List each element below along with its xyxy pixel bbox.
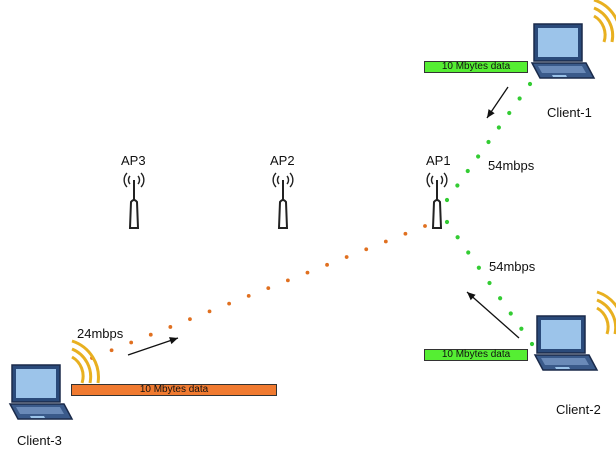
client-2-arrow bbox=[466, 291, 520, 339]
client-2-label: Client-2 bbox=[556, 402, 601, 417]
link-dot bbox=[486, 139, 491, 145]
link-dot bbox=[285, 278, 290, 283]
client-2-rate-label: 54mbps bbox=[489, 259, 536, 274]
link-dot bbox=[476, 154, 481, 159]
arrow-head bbox=[487, 109, 495, 118]
client-1-laptop-icon bbox=[530, 0, 616, 80]
link-dot bbox=[476, 265, 481, 270]
link-dot bbox=[423, 224, 427, 228]
link-dot bbox=[344, 255, 349, 259]
link-dot bbox=[383, 239, 388, 244]
client-3-rate-label: 24mbps bbox=[77, 326, 124, 341]
link-dot bbox=[487, 280, 492, 286]
client-3-arrow bbox=[127, 337, 179, 356]
link-dot bbox=[465, 168, 470, 174]
ap2-label: AP2 bbox=[270, 153, 295, 168]
ap1-label: AP1 bbox=[426, 153, 451, 168]
link-dot bbox=[188, 317, 192, 322]
link-dot bbox=[364, 247, 369, 252]
ap1-icon bbox=[426, 172, 448, 229]
client-2-ap1-link bbox=[444, 219, 535, 347]
ap3-icon bbox=[123, 172, 145, 229]
link-dot bbox=[227, 301, 232, 306]
client-1-rate-label: 54mbps bbox=[488, 158, 535, 173]
link-dot bbox=[148, 332, 153, 337]
link-dot bbox=[508, 311, 513, 316]
link-dot bbox=[466, 250, 471, 255]
arrow-shaft bbox=[466, 291, 520, 339]
client-3-laptop-icon bbox=[8, 339, 100, 421]
link-dot bbox=[529, 341, 535, 347]
link-dot bbox=[517, 96, 522, 101]
link-dot bbox=[527, 81, 533, 87]
client-3-ap1-link bbox=[90, 224, 427, 360]
client-3-label: Client-3 bbox=[17, 433, 62, 448]
arrow-shaft bbox=[127, 337, 179, 356]
link-dot bbox=[519, 326, 524, 331]
link-dot bbox=[168, 325, 173, 329]
client-1-arrow bbox=[486, 86, 509, 119]
client-1-label: Client-1 bbox=[547, 105, 592, 120]
link-dot bbox=[455, 183, 460, 188]
client-1-ap1-link bbox=[444, 81, 533, 203]
arrow-head bbox=[169, 337, 178, 345]
link-dot bbox=[403, 231, 408, 236]
link-dot bbox=[444, 219, 450, 225]
ap3-label: AP3 bbox=[121, 153, 146, 168]
link-dot bbox=[496, 125, 501, 130]
link-dot bbox=[266, 286, 271, 291]
link-dot bbox=[207, 309, 212, 314]
link-dot bbox=[444, 197, 450, 203]
link-dot bbox=[325, 262, 329, 267]
link-dot bbox=[109, 348, 114, 353]
client-3-payload-bar: 10 Mbytes data bbox=[71, 384, 277, 396]
link-dot bbox=[129, 340, 134, 345]
arrow-head bbox=[467, 292, 476, 301]
link-dot bbox=[498, 296, 503, 301]
ap2-icon bbox=[272, 172, 294, 229]
link-dot bbox=[305, 270, 310, 275]
link-dot bbox=[507, 110, 512, 116]
client-2-payload-bar: 10 Mbytes data bbox=[424, 349, 528, 361]
link-dot bbox=[246, 293, 251, 298]
client-2-laptop-icon bbox=[533, 290, 616, 372]
client-1-payload-bar: 10 Mbytes data bbox=[424, 61, 528, 73]
link-dot bbox=[455, 235, 460, 240]
